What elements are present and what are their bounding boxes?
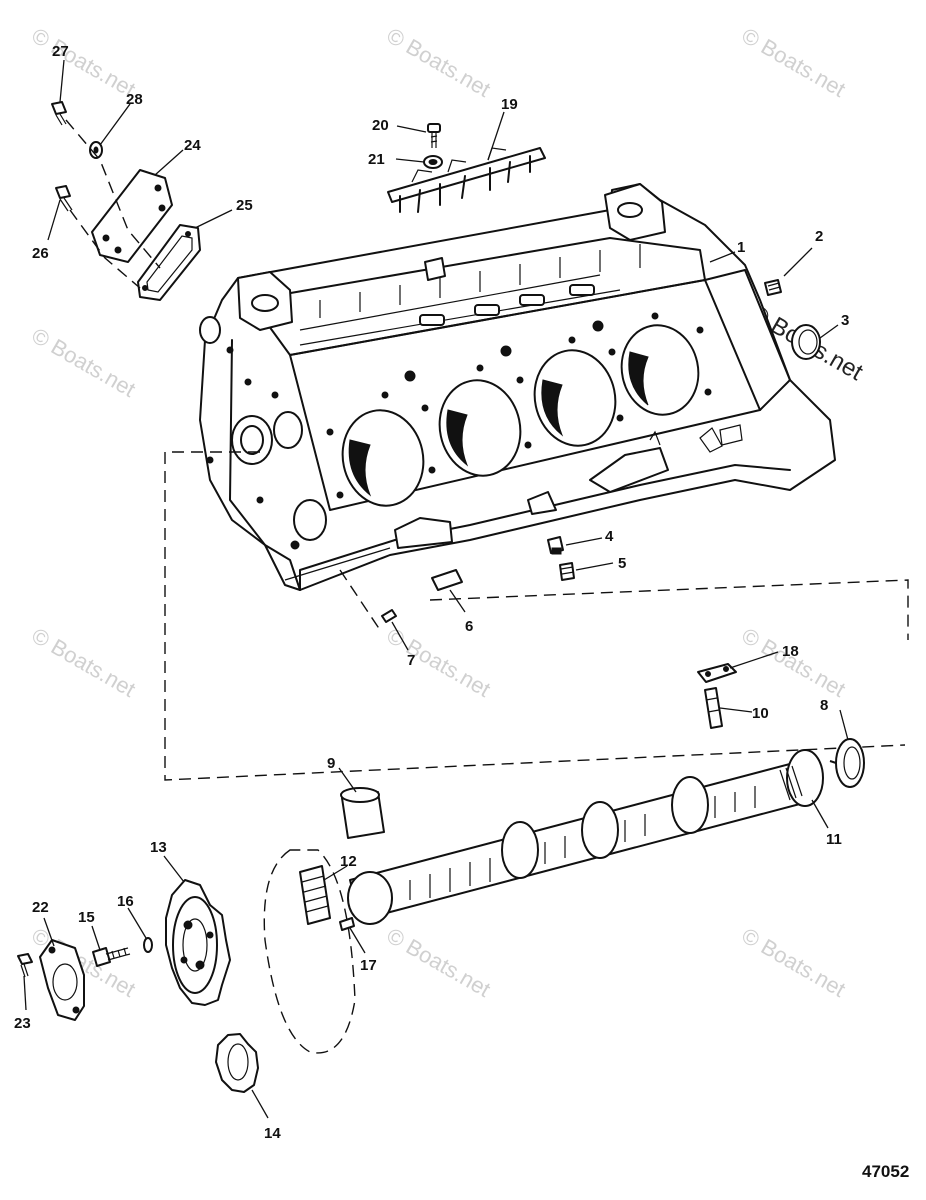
pipe-plug-part-5 [559,562,575,581]
callout-2: 2 [815,228,823,245]
bolt-part-27 [51,101,67,126]
cam-bearing-part-8 [829,738,865,788]
callout-23: 23 [14,1015,31,1032]
cam-bearing-part-9 [340,787,385,839]
valve-lifter-part-10 [704,687,723,729]
drain-plug-part-4 [547,536,564,555]
callout-22: 22 [32,899,49,916]
timing-chain-part-12 [263,849,356,1054]
gasket-part-25 [137,224,201,301]
callout-15: 15 [78,909,95,926]
pipe-plug-part-2 [764,279,782,296]
watermark: © Boats.net [28,23,140,102]
callout-25: 25 [236,197,253,214]
watermark: © Boats.net [383,23,495,102]
callout-13: 13 [150,839,167,856]
callout-17: 17 [360,957,377,974]
watermark: © Boats.net [383,923,495,1002]
callout-28: 28 [126,91,143,108]
assembly-boundary-line [339,569,909,640]
head-bolt-holes [326,312,712,499]
cover-plate-part-24 [91,169,173,263]
watermark: © Boats.net [28,623,140,702]
callout-27: 27 [52,43,69,60]
callout-8: 8 [820,697,828,714]
callout-10: 10 [752,705,769,722]
callout-24: 24 [184,137,201,154]
retainer-part-18 [697,663,737,683]
callout-16: 16 [117,893,134,910]
engine-block [199,183,836,591]
dowel-pin-part-7 [381,609,397,623]
callout-14: 14 [264,1125,281,1142]
leader-lines [23,59,849,1119]
callout-7: 7 [407,652,415,669]
thrust-plate-part-22 [39,939,85,1021]
dowel-pin-part-17 [339,917,355,931]
callout-18: 18 [782,643,799,660]
callout-9: 9 [327,755,335,772]
bolt-part-23 [17,953,33,978]
callout-numbers: 1 2 3 4 5 6 7 8 9 10 11 12 13 14 15 16 1… [14,43,849,1142]
camshaft-part-11 [347,749,824,925]
lifter-guide-part-19 [387,147,546,213]
expansion-plug-part-3 [791,324,821,360]
callout-5: 5 [618,555,626,572]
callout-20: 20 [372,117,389,134]
callout-19: 19 [501,96,518,113]
bolt-part-26 [55,185,73,212]
bolt-part-15 [92,947,131,967]
watermark: © Boats.net [738,23,850,102]
assembly-boundary-line [164,451,906,781]
callout-21: 21 [368,151,385,168]
camshaft-sprocket-part-13 [165,879,231,1006]
watermark: © Boats.net [738,923,850,1002]
crankshaft-sprocket-part-14 [215,1033,259,1093]
callout-3: 3 [841,312,849,329]
callout-26: 26 [32,245,49,262]
callout-6: 6 [465,618,473,635]
callout-11: 11 [826,831,842,848]
diagram-number: 47052 [862,1162,909,1181]
bearing-dowel-part-6 [431,569,463,591]
bolt-part-20 [427,123,441,148]
callout-4: 4 [605,528,614,545]
callout-12: 12 [340,853,357,870]
washer-part-28 [89,141,103,159]
washer-part-21 [423,155,443,169]
washer-part-16 [143,937,153,953]
callout-1: 1 [737,239,745,256]
watermark: © Boats.net [738,623,850,702]
watermark: © Boats.net [28,323,140,402]
